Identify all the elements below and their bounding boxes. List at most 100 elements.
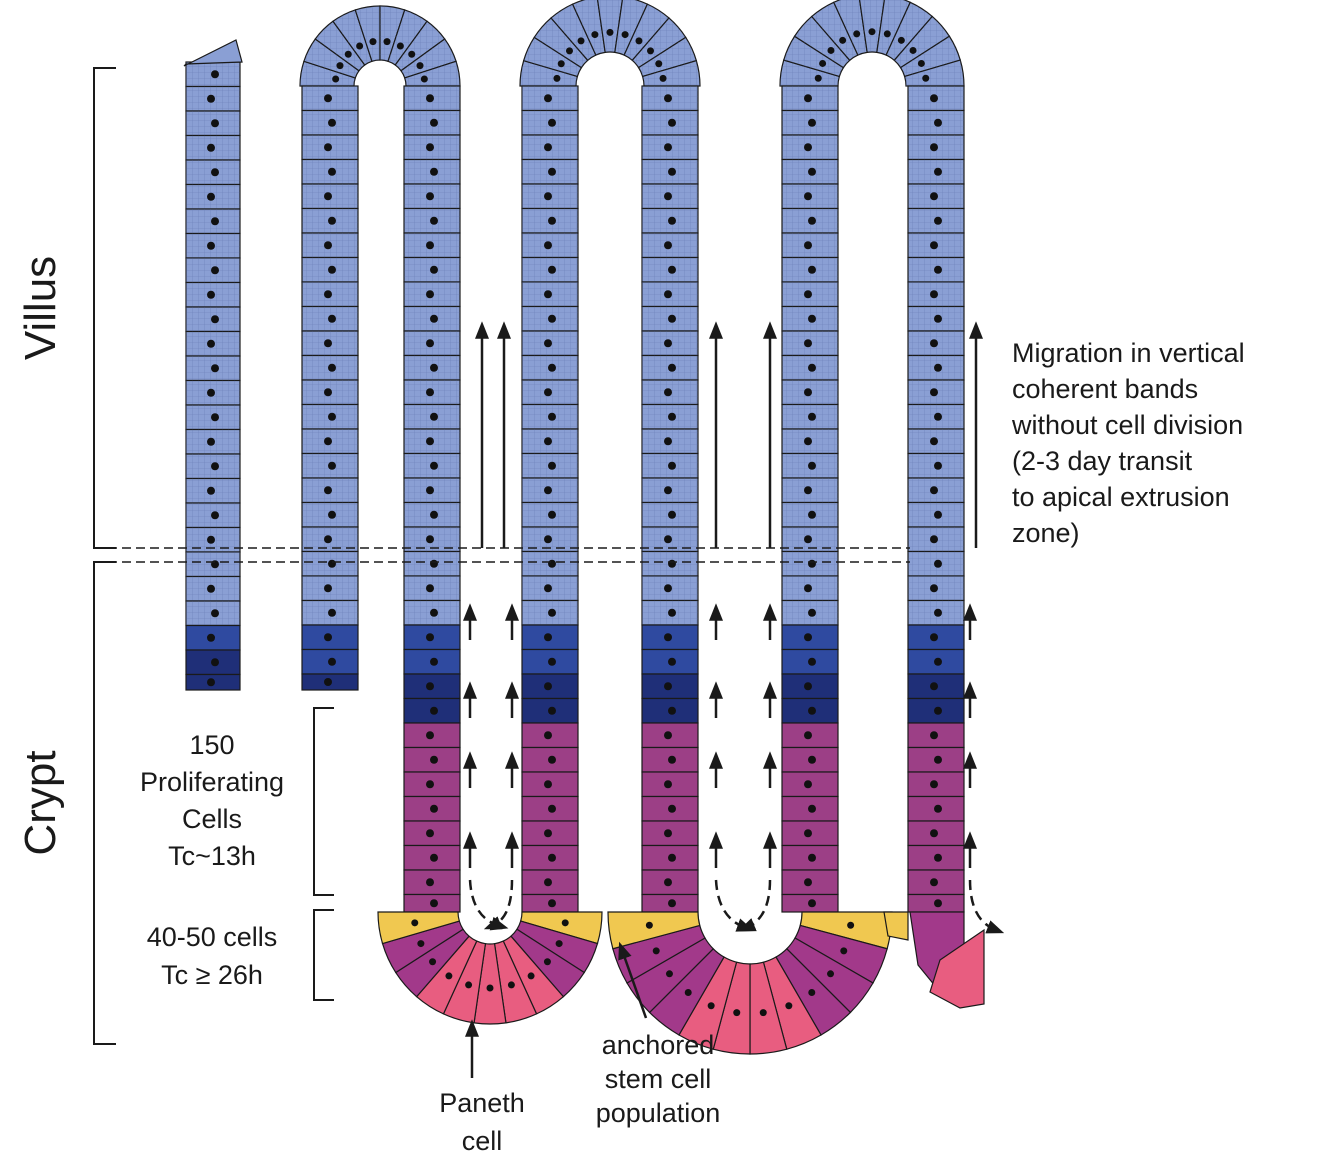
curved-arrow-icon <box>470 880 500 926</box>
cell-nucleus <box>336 62 343 69</box>
cell-nucleus <box>328 560 336 568</box>
cell-nucleus <box>930 633 938 641</box>
villus-b-left <box>522 86 578 912</box>
cell-nucleus <box>430 609 438 617</box>
cell-nucleus <box>328 609 336 617</box>
tip-cell <box>184 40 242 66</box>
curved-arrow-icon <box>746 880 770 928</box>
villus-c-right <box>908 86 964 912</box>
cell-nucleus <box>384 38 391 45</box>
cell-nucleus <box>934 511 942 519</box>
cell-nucleus <box>808 168 816 176</box>
cell-nucleus <box>815 75 822 82</box>
cell-nucleus <box>808 217 816 225</box>
cell-nucleus <box>804 192 812 200</box>
cell-nucleus <box>930 241 938 249</box>
cell-nucleus <box>934 707 942 715</box>
cell-nucleus <box>804 290 812 298</box>
crypt-base-1 <box>378 912 602 1024</box>
cell-nucleus <box>324 192 332 200</box>
cell-nucleus <box>622 31 629 38</box>
cell-nucleus <box>207 95 215 103</box>
cell-nucleus <box>207 487 215 495</box>
cell-nucleus <box>548 854 556 862</box>
cell-nucleus <box>578 37 585 44</box>
cell-nucleus <box>430 217 438 225</box>
cell-nucleus <box>934 462 942 470</box>
cell-nucleus <box>660 75 667 82</box>
cell-nucleus <box>430 119 438 127</box>
cell-nucleus <box>544 584 552 592</box>
cell-nucleus <box>668 756 676 764</box>
cell-nucleus <box>808 609 816 617</box>
cell-nucleus <box>548 899 556 907</box>
cell-nucleus <box>544 633 552 641</box>
cell-nucleus <box>808 364 816 372</box>
cell-nucleus <box>430 462 438 470</box>
cell-nucleus <box>328 658 336 666</box>
cell-nucleus <box>934 560 942 568</box>
cell-nucleus <box>668 462 676 470</box>
cell-nucleus <box>646 922 653 929</box>
villus-c-left <box>782 86 838 912</box>
cell-nucleus <box>922 75 929 82</box>
cell-nucleus <box>487 985 494 992</box>
cell-nucleus <box>668 413 676 421</box>
cell-nucleus <box>207 634 215 642</box>
cell-nucleus <box>328 413 336 421</box>
cell-nucleus <box>934 609 942 617</box>
cell-nucleus <box>934 854 942 862</box>
cell-nucleus <box>426 535 434 543</box>
cell-nucleus <box>211 168 219 176</box>
cell-nucleus <box>430 707 438 715</box>
cell-nucleus <box>544 486 552 494</box>
cell-nucleus <box>426 290 434 298</box>
cell-nucleus <box>804 780 812 788</box>
cell-nucleus <box>345 51 352 58</box>
cell-nucleus <box>884 30 891 37</box>
cell-nucleus <box>548 511 556 519</box>
cell-nucleus <box>808 707 816 715</box>
cell-nucleus <box>804 682 812 690</box>
cell-nucleus <box>733 1009 740 1016</box>
cell-nucleus <box>804 143 812 151</box>
migration-line-3: without cell division <box>1011 410 1243 440</box>
cell-nucleus <box>426 878 434 886</box>
proliferating-line-3: Cells <box>182 804 242 834</box>
cell-nucleus <box>930 780 938 788</box>
cell-nucleus <box>207 242 215 250</box>
cell-nucleus <box>324 633 332 641</box>
cell-nucleus <box>544 388 552 396</box>
cell-nucleus <box>429 958 436 965</box>
cell-nucleus <box>332 75 339 82</box>
cell-nucleus <box>211 413 219 421</box>
cell-nucleus <box>397 42 404 49</box>
cell-nucleus <box>426 339 434 347</box>
cell-nucleus <box>804 633 812 641</box>
cell-nucleus <box>426 437 434 445</box>
migration-label: Migration in vertical coherent bands wit… <box>1011 338 1245 548</box>
cell-nucleus <box>808 989 815 996</box>
cell-nucleus <box>417 940 424 947</box>
cell-nucleus <box>808 462 816 470</box>
cell-nucleus <box>544 829 552 837</box>
cell-nucleus <box>804 388 812 396</box>
cell-nucleus <box>808 805 816 813</box>
crypt-base-3 <box>884 912 984 1008</box>
cell-nucleus <box>548 119 556 127</box>
villus-tip-c <box>780 0 964 86</box>
cell-nucleus <box>664 829 672 837</box>
cell-nucleus <box>668 560 676 568</box>
migration-line-2: coherent bands <box>1012 374 1198 404</box>
cell-nucleus <box>328 462 336 470</box>
villus-a-right <box>404 86 460 912</box>
cell-nucleus <box>324 339 332 347</box>
cell-nucleus <box>211 315 219 323</box>
cell-nucleus <box>668 609 676 617</box>
proliferating-bracket <box>314 708 334 895</box>
villus-strip-1 <box>186 62 240 690</box>
cell-nucleus <box>808 315 816 323</box>
cell-nucleus <box>668 707 676 715</box>
cell-nucleus <box>666 970 673 977</box>
